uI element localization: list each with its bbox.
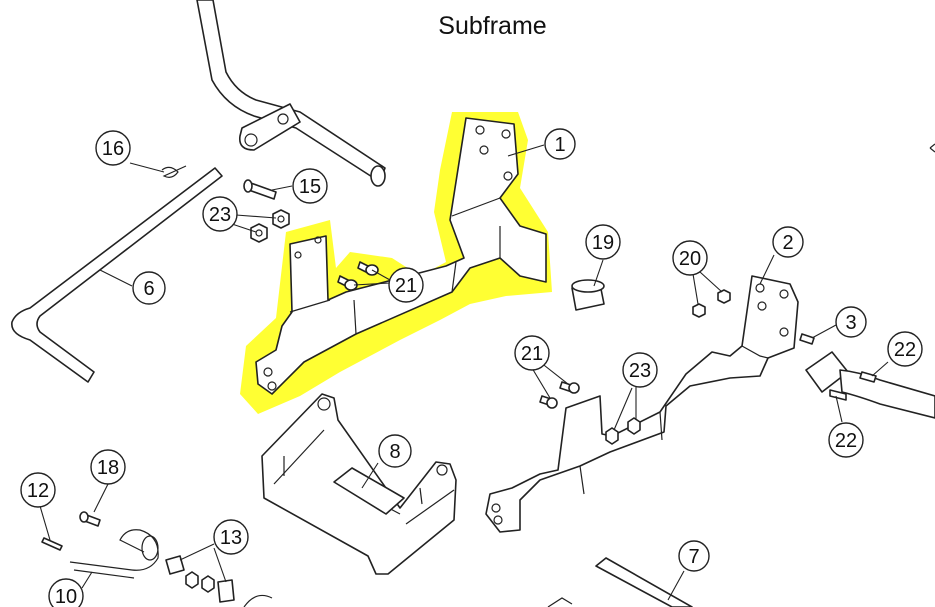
part-2-right-subframe (485, 275, 799, 533)
part-1-subframe-highlighted (240, 112, 552, 414)
part-23-nuts-left (250, 209, 290, 243)
callout-7-label: 7 (688, 546, 699, 568)
callout-19: 19 (585, 224, 621, 260)
part-21-bolts-lower (539, 381, 580, 409)
callout-22-lower: 22 (828, 422, 864, 458)
part-3-bolt (799, 333, 815, 345)
part-10-spring-pin (69, 529, 159, 579)
callout-10: 10 (48, 578, 84, 607)
callout-23-left: 23 (202, 196, 238, 232)
callout-20-label: 20 (679, 248, 701, 270)
callout-16: 16 (95, 130, 131, 166)
callout-15: 15 (292, 168, 328, 204)
callout-23-right: 23 (622, 352, 658, 388)
diagram-title: Subframe (438, 12, 547, 40)
callout-22-upper: 22 (887, 331, 923, 367)
callout-3: 3 (835, 306, 867, 338)
callout-3-label: 3 (845, 312, 856, 334)
callout-12: 12 (20, 472, 56, 508)
callout-21-upper-label: 21 (395, 275, 417, 297)
callout-13: 13 (213, 519, 249, 555)
part-6-rod (11, 167, 223, 383)
part-23-nuts-right (605, 417, 641, 445)
callout-12-label: 12 (27, 480, 49, 502)
callout-13-label: 13 (220, 527, 242, 549)
top-tube-assembly (196, 0, 386, 187)
callout-2-label: 2 (782, 232, 793, 254)
part-19-bushing (571, 279, 605, 311)
callout-21-lower-label: 21 (521, 343, 543, 365)
callout-19-label: 19 (592, 232, 614, 254)
callout-21-upper: 21 (388, 267, 424, 303)
right-tube-assembly (805, 351, 935, 419)
part-7-bar (547, 557, 693, 607)
part-12-pin (41, 537, 63, 551)
callout-2: 2 (772, 226, 804, 258)
callout-10-label: 10 (55, 586, 77, 607)
callout-6: 6 (132, 271, 166, 305)
callout-1-label: 1 (554, 134, 565, 156)
part-18-bolt (79, 511, 101, 527)
callout-18-label: 18 (97, 457, 119, 479)
part-13-clamp-hardware (165, 555, 273, 607)
callout-22-lower-label: 22 (835, 430, 857, 452)
callout-23-left-label: 23 (209, 204, 231, 226)
callout-21-lower: 21 (514, 335, 550, 371)
callout-8-label: 8 (389, 441, 400, 463)
part-16-clip (161, 165, 187, 178)
callout-bubbles: 1 2 3 6 7 8 10 12 (20, 128, 923, 607)
leader-lines (39, 144, 889, 601)
callout-16-label: 16 (102, 138, 124, 160)
callout-18: 18 (90, 449, 126, 485)
callout-1: 1 (544, 128, 576, 160)
part-20-nuts (692, 289, 731, 318)
callout-6-label: 6 (143, 278, 154, 300)
part-8-bracket (261, 393, 457, 575)
callout-15-label: 15 (299, 176, 321, 198)
callout-23-right-label: 23 (629, 360, 651, 382)
callout-20: 20 (672, 240, 708, 276)
callout-22-upper-label: 22 (894, 339, 916, 361)
edge-mark (929, 143, 935, 153)
callout-7: 7 (678, 540, 710, 572)
callout-8: 8 (378, 434, 412, 468)
part-15-pin (243, 179, 277, 200)
